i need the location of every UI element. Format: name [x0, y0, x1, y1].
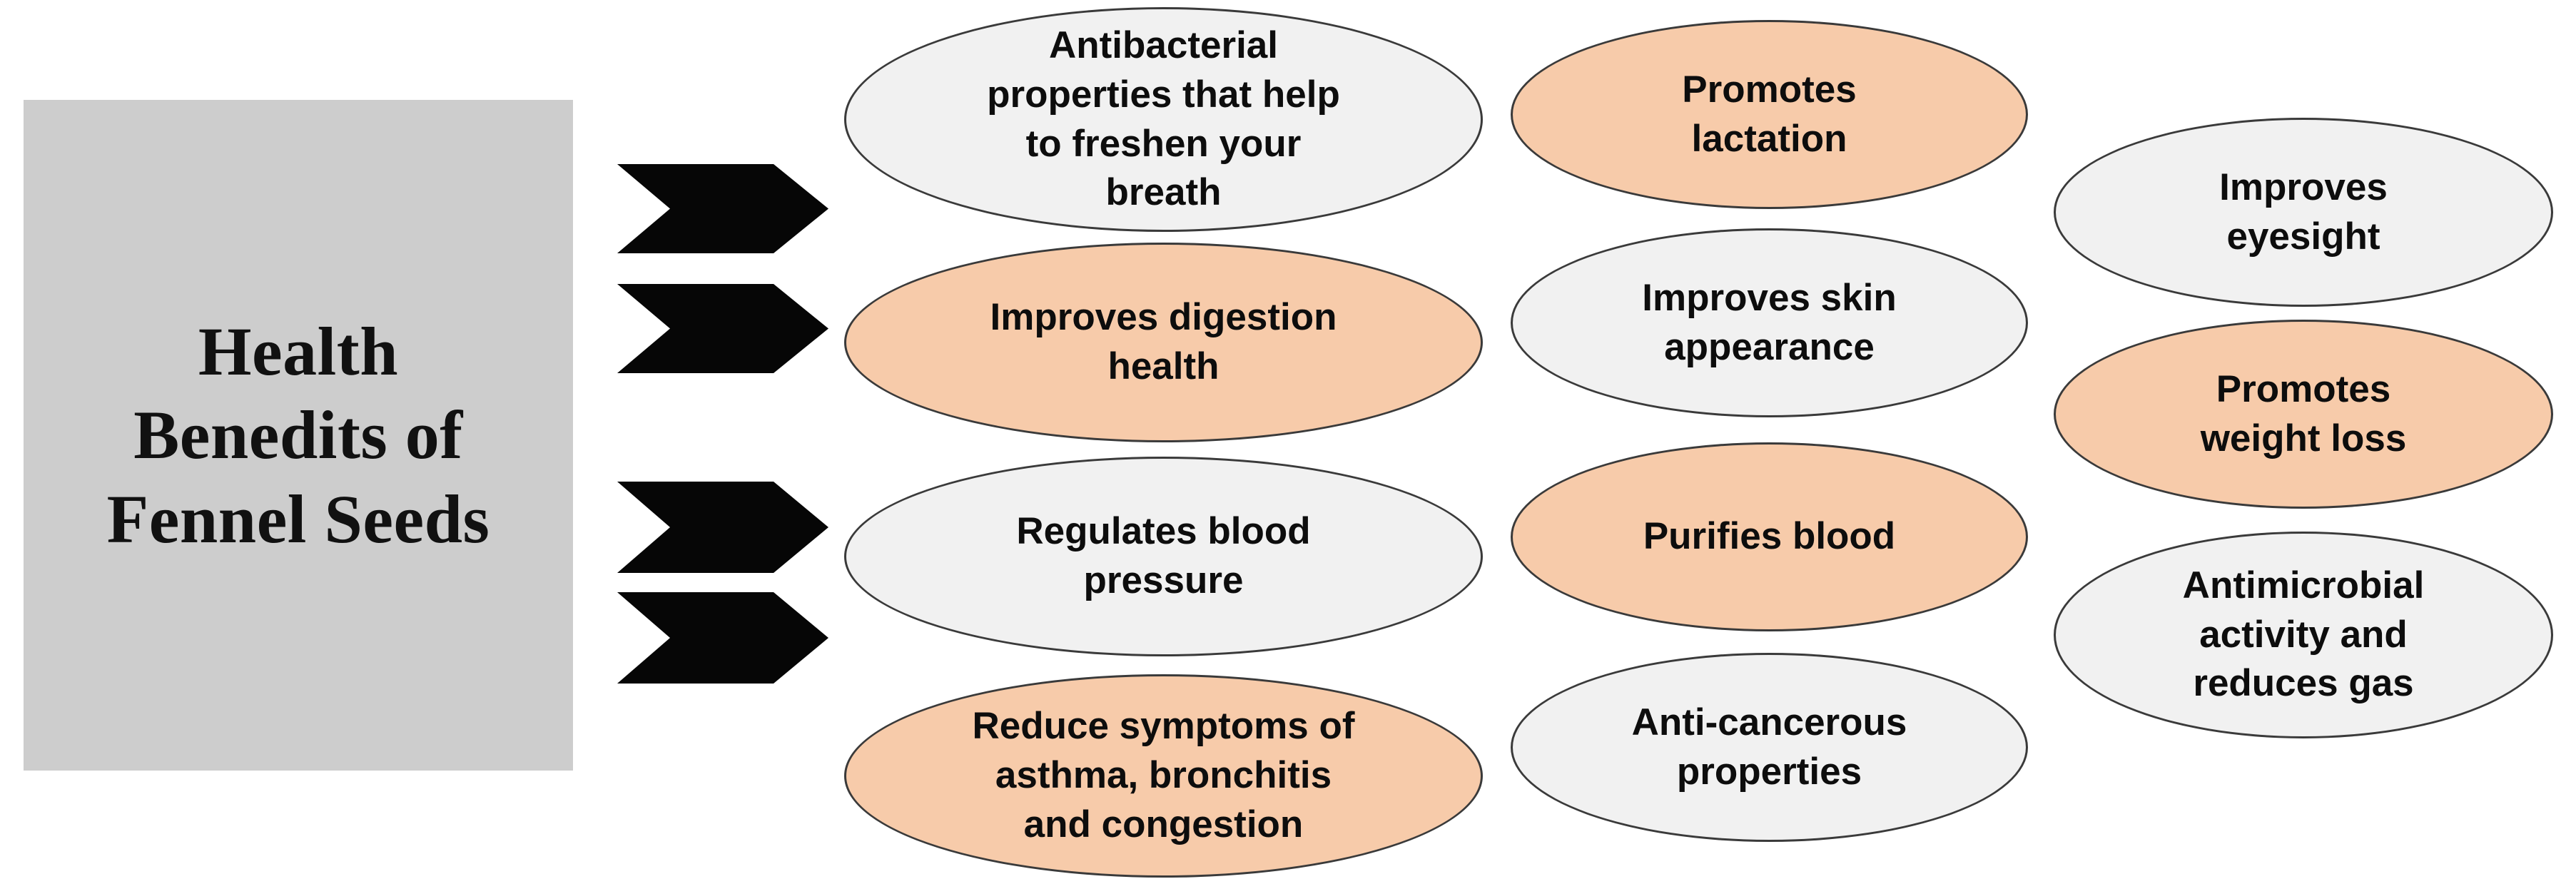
benefit-purifies-blood[interactable]: Purifies blood [1511, 442, 2028, 631]
benefit-label: Anti-cancerous properties [1631, 701, 1907, 793]
benefit-label: Regulates blood pressure [1016, 510, 1311, 601]
benefit-label: Purifies blood [1643, 515, 1896, 558]
benefit-label: Improves digestion health [990, 296, 1337, 387]
benefit-label: Promotes lactation [1682, 68, 1857, 160]
benefit-anti-cancerous[interactable]: Anti-cancerous properties [1511, 653, 2028, 842]
benefit-promotes-lactation[interactable]: Promotes lactation [1511, 20, 2028, 209]
benefit-improves-skin[interactable]: Improves skin appearance [1511, 228, 2028, 417]
benefit-label: Antimicrobial activity and reduces gas [2182, 564, 2425, 705]
benefit-reduce-asthma-symptoms[interactable]: Reduce symptoms of asthma, bronchitis an… [844, 674, 1483, 878]
chevron-arrow-3 [617, 482, 828, 573]
benefit-improves-digestion[interactable]: Improves digestion health [844, 243, 1483, 442]
benefit-regulates-blood-pressure[interactable]: Regulates blood pressure [844, 457, 1483, 656]
benefit-label: Improves eyesight [2219, 166, 2388, 258]
benefit-label: Reduce symptoms of asthma, bronchitis an… [972, 705, 1355, 845]
benefit-antibacterial-breath[interactable]: Antibacterial properties that help to fr… [844, 7, 1483, 232]
page-title: Health Benedits of Fennel Seeds [106, 313, 490, 557]
benefit-improves-eyesight[interactable]: Improves eyesight [2054, 118, 2553, 307]
benefit-label: Improves skin appearance [1642, 276, 1897, 368]
benefit-promotes-weight-loss[interactable]: Promotes weight loss [2054, 320, 2553, 509]
chevron-arrow-1 [617, 164, 828, 253]
benefit-label: Promotes weight loss [2200, 367, 2407, 459]
benefit-antimicrobial-reduces-gas[interactable]: Antimicrobial activity and reduces gas [2054, 532, 2553, 738]
benefit-label: Antibacterial properties that help to fr… [987, 24, 1340, 214]
chevron-arrow-4 [617, 592, 828, 684]
title-card: Health Benedits of Fennel Seeds [24, 100, 573, 771]
chevron-arrow-2 [617, 284, 828, 373]
